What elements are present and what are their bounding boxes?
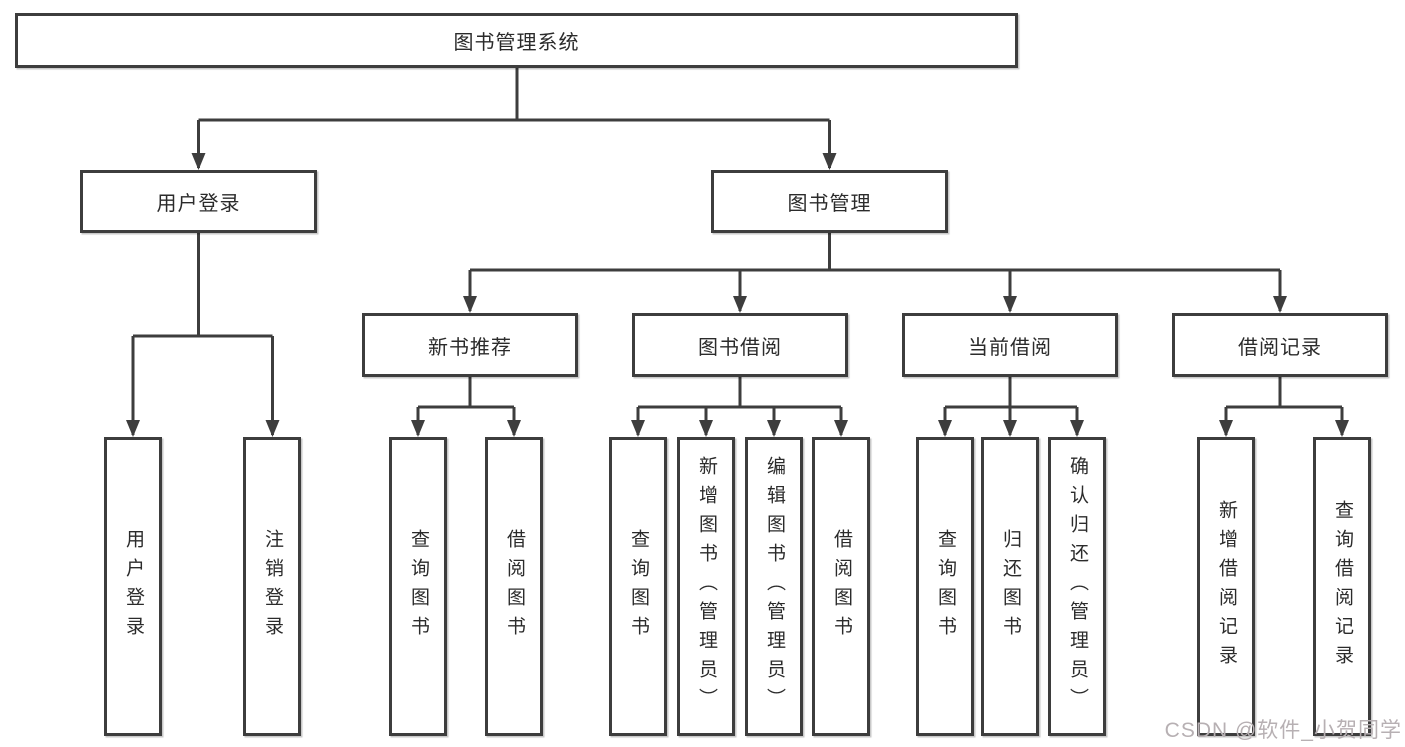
connector-bookborrow-to-leaves bbox=[636, 377, 843, 435]
connector-newbook-to-leaves bbox=[416, 377, 516, 435]
leaf-query-borrow-record: 查询借阅记录 bbox=[1313, 437, 1371, 736]
node-book-borrow: 图书借阅 bbox=[632, 313, 848, 377]
arrowhead-icon bbox=[1003, 296, 1017, 313]
connector-bookmgmt-to-level3 bbox=[468, 233, 1282, 311]
node-borrow-records: 借阅记录 bbox=[1172, 313, 1388, 377]
node-book-management: 图书管理 bbox=[711, 170, 948, 233]
arrowhead-icon bbox=[938, 420, 952, 437]
leaf-logout: 注销登录 bbox=[243, 437, 301, 736]
leaf-query-books-2: 查询图书 bbox=[609, 437, 667, 736]
arrowhead-icon bbox=[631, 420, 645, 437]
arrowhead-icon bbox=[1335, 420, 1349, 437]
connector-borrowrecords-to-leaves bbox=[1224, 377, 1344, 435]
arrowhead-icon bbox=[834, 420, 848, 437]
leaf-borrow-books-2: 借阅图书 bbox=[812, 437, 870, 736]
leaf-borrow-books-1: 借阅图书 bbox=[485, 437, 543, 736]
arrowhead-icon bbox=[1070, 420, 1084, 437]
arrowhead-icon bbox=[1003, 420, 1017, 437]
node-user-login: 用户登录 bbox=[80, 170, 317, 233]
leaf-confirm-return-admin: 确认归还（管理员） bbox=[1048, 437, 1106, 736]
leaf-return-books: 归还图书 bbox=[981, 437, 1039, 736]
arrowhead-icon bbox=[699, 420, 713, 437]
arrowhead-icon bbox=[411, 420, 425, 437]
leaf-query-books-3: 查询图书 bbox=[916, 437, 974, 736]
leaf-add-books-admin: 新增图书（管理员） bbox=[677, 437, 735, 736]
arrowhead-icon bbox=[191, 153, 206, 170]
connector-currentborrow-to-leaves bbox=[943, 377, 1079, 435]
arrowhead-icon bbox=[126, 420, 140, 437]
arrowhead-icon bbox=[265, 420, 280, 437]
leaf-query-books-1: 查询图书 bbox=[389, 437, 447, 736]
arrowhead-icon bbox=[1219, 420, 1233, 437]
arrowhead-icon bbox=[822, 153, 837, 170]
node-new-book-recommend: 新书推荐 bbox=[362, 313, 578, 377]
arrowhead-icon bbox=[733, 296, 747, 313]
arrowhead-icon bbox=[507, 420, 521, 437]
connector-userlogin-to-leaves bbox=[131, 233, 274, 435]
leaf-edit-books-admin: 编辑图书（管理员） bbox=[745, 437, 803, 736]
connector-root-to-level2 bbox=[197, 68, 831, 168]
arrowhead-icon bbox=[1273, 296, 1287, 313]
arrowhead-icon bbox=[463, 296, 477, 313]
leaf-add-borrow-record: 新增借阅记录 bbox=[1197, 437, 1255, 736]
watermark: CSDN @软件_小贺同学 bbox=[1164, 719, 1402, 742]
leaf-user-login: 用户登录 bbox=[104, 437, 162, 736]
arrowhead-icon bbox=[767, 420, 781, 437]
node-current-borrow: 当前借阅 bbox=[902, 313, 1118, 377]
node-library-management-system: 图书管理系统 bbox=[15, 13, 1018, 68]
